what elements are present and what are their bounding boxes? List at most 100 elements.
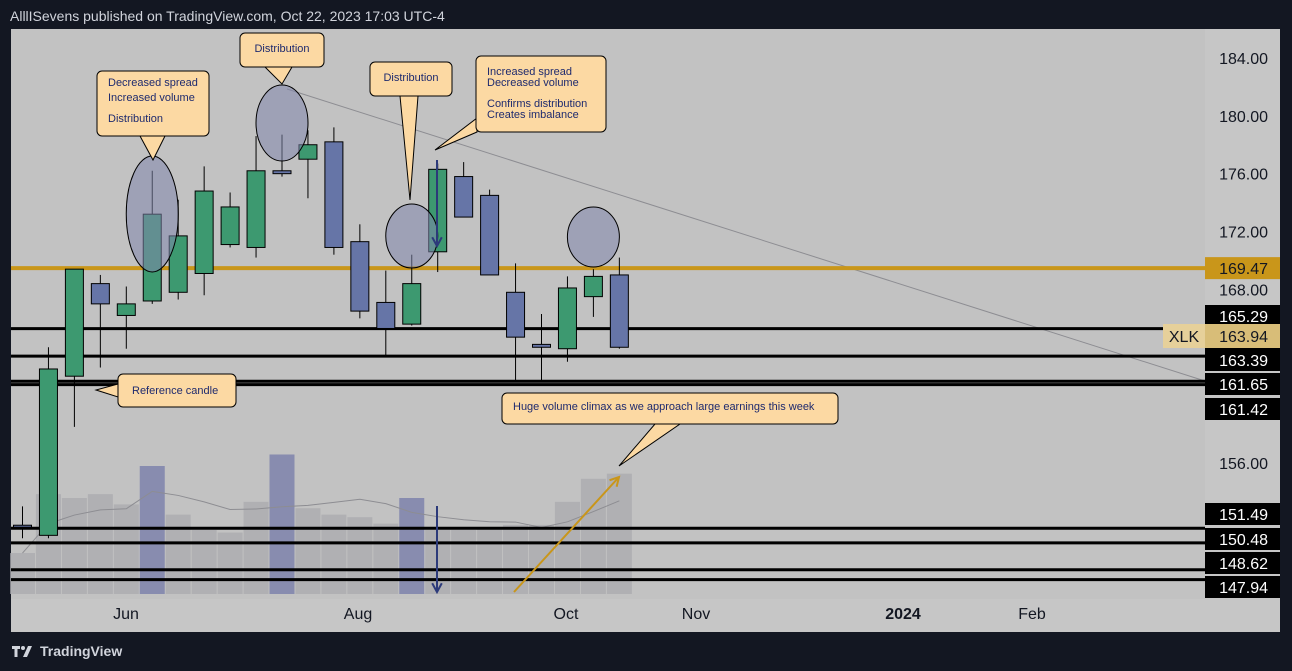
level-price-badge[interactable]: 163.39 (1205, 349, 1280, 371)
candle[interactable] (557, 276, 577, 362)
annotation-text: Distribution (383, 72, 438, 84)
price-badge-label: 165.29 (1219, 309, 1268, 326)
annotation-text: Distribution (254, 43, 309, 55)
callout-box (96, 70, 210, 137)
current-price-symbol: XLK (1169, 329, 1200, 346)
level-price-badge[interactable]: 148.62 (1205, 552, 1280, 574)
level-price-badge[interactable]: 147.94 (1205, 576, 1280, 598)
candle-body (246, 170, 266, 248)
volume-bar (191, 530, 217, 594)
candle[interactable] (324, 127, 344, 255)
volume-bar (295, 508, 321, 594)
price-badge-box (1205, 398, 1280, 420)
tradingview-footer[interactable]: TradingView (12, 643, 122, 659)
gold-price-badge[interactable]: 169.47 (1205, 257, 1280, 280)
candle[interactable] (64, 268, 84, 427)
price-badge-label: 163.39 (1219, 353, 1268, 370)
candle[interactable] (298, 130, 318, 199)
candle[interactable] (376, 270, 396, 356)
horizontal-levels (11, 327, 1205, 582)
candle-body (194, 190, 214, 274)
annotation-text: Distribution (108, 113, 163, 125)
level-price-badge[interactable]: 161.42 (1205, 398, 1280, 420)
level-price-badge[interactable]: 150.48 (1205, 528, 1280, 550)
annotation-callout[interactable]: Distribution (369, 61, 453, 201)
price-tick-label: 168.00 (1219, 282, 1268, 299)
candle[interactable] (194, 166, 214, 296)
annotation-callout[interactable]: Reference candle (94, 373, 237, 408)
price-badge-label: 161.42 (1219, 402, 1268, 419)
price-badge-box (1205, 552, 1280, 574)
price-badge-label: 150.48 (1219, 532, 1268, 549)
level-price-badge[interactable]: 151.49 (1205, 503, 1280, 525)
volume-bar (139, 466, 165, 594)
price-badge-label: 147.94 (1219, 580, 1268, 597)
candle[interactable] (13, 506, 32, 539)
candle[interactable] (532, 314, 551, 382)
level-price-badge[interactable]: 165.29 (1205, 305, 1280, 327)
candle-body (480, 194, 500, 276)
trendline[interactable] (286, 88, 1206, 382)
candle[interactable] (583, 269, 603, 317)
callout-box (117, 373, 237, 408)
candle-body (557, 287, 577, 350)
time-axis-label: 2024 (885, 606, 921, 623)
volume-bar (321, 514, 347, 594)
level-price-badge[interactable]: 161.65 (1205, 373, 1280, 395)
volume-bar (373, 523, 399, 594)
annotation-text: Creates imbalance (487, 109, 579, 121)
arrow-head (609, 475, 621, 487)
time-axis-label: Feb (1018, 606, 1046, 623)
candle[interactable] (350, 224, 370, 319)
candle[interactable] (220, 192, 240, 248)
annotation-callout[interactable]: Distribution (239, 32, 325, 85)
time-axis-label: Aug (344, 606, 372, 623)
candle[interactable] (90, 274, 110, 368)
volume-bar (61, 498, 87, 594)
candle[interactable] (609, 257, 629, 349)
candle[interactable] (506, 263, 526, 381)
candle[interactable] (38, 347, 58, 539)
candle[interactable] (116, 286, 136, 349)
price-tick-label: 156.00 (1219, 456, 1268, 473)
candle-body (272, 170, 292, 175)
volume-bar (529, 524, 554, 594)
candle-body (220, 206, 240, 246)
highlight-ellipse (255, 84, 309, 162)
candle-body (506, 291, 526, 338)
candles (13, 127, 629, 539)
candle-body (116, 303, 136, 316)
price-badge-box (1205, 373, 1280, 395)
price-tick-label: 180.00 (1219, 109, 1268, 126)
volume-bar (451, 530, 477, 594)
current-price-value: 163.94 (1219, 329, 1268, 346)
down-arrow-icon (431, 506, 443, 595)
candle[interactable] (454, 162, 474, 218)
annotation-callout[interactable]: Huge volume climax as we approach large … (501, 392, 839, 467)
annotation-text: Increased volume (108, 92, 195, 104)
annotation-text: Increased spread (487, 66, 572, 78)
price-badge-box (1205, 528, 1280, 550)
price-badge-label: 169.47 (1219, 261, 1268, 278)
candle-body (583, 275, 603, 298)
price-badge-box (1205, 349, 1280, 371)
candle[interactable] (480, 189, 500, 276)
current-price-badge[interactable]: XLK 163.94 (1163, 324, 1280, 348)
volume-bar (503, 524, 529, 594)
highlight-ellipse (566, 206, 620, 268)
candle-body (168, 235, 188, 293)
candle-body (532, 343, 551, 348)
price-badge-label: 161.65 (1219, 377, 1268, 394)
candle-body (609, 274, 629, 348)
time-axis[interactable] (11, 599, 1205, 632)
callout-box (369, 61, 453, 97)
price-badge-box (1205, 503, 1280, 525)
candle-body (350, 241, 370, 312)
candle[interactable] (402, 254, 422, 326)
candle[interactable] (246, 136, 266, 258)
